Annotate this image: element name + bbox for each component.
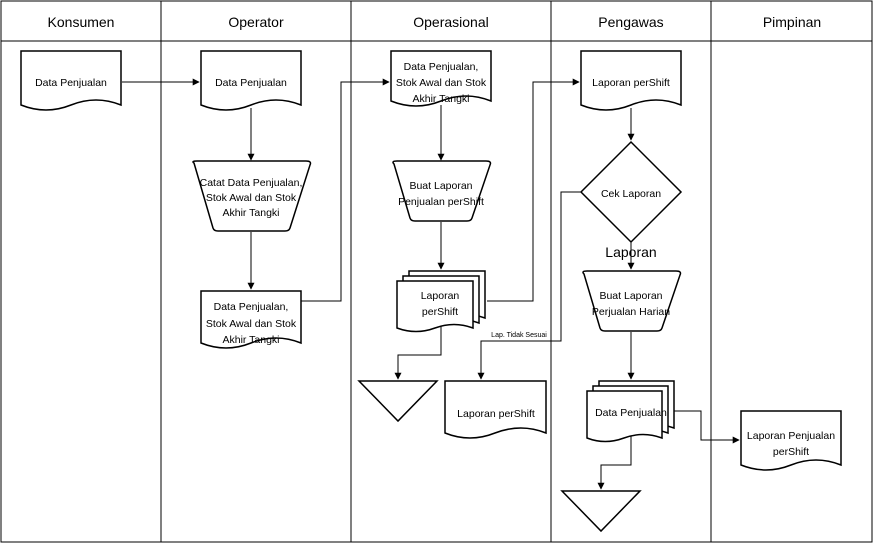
pengawas-decision-label: Cek Laporan bbox=[601, 188, 661, 200]
operasional-multidoc-line1: Laporan bbox=[421, 290, 460, 302]
operasional-returned-document[interactable]: Laporan perShift bbox=[444, 380, 547, 439]
pengawas-manual-operation[interactable]: Buat Laporan Perjualan Harian bbox=[582, 270, 682, 332]
operasional-manual-operation[interactable]: Buat Laporan Penjualan perShift bbox=[392, 160, 492, 222]
operator-manual-label-line1: Catat Data Penjualan, bbox=[200, 177, 303, 189]
arrow-multidoc-to-archive-2 bbox=[597, 436, 632, 490]
operator-document-2-line3: Akhir Tangki bbox=[222, 334, 279, 346]
operasional-document-line2: Stok Awal dan Stok bbox=[396, 77, 487, 89]
pengawas-archive[interactable] bbox=[560, 490, 642, 533]
pengawas-document-label: Laporan perShift bbox=[592, 77, 670, 89]
pimpinan-document-line1: Laporan Penjualan bbox=[747, 430, 835, 442]
arrow-pengawas-to-pimpinan bbox=[674, 410, 740, 444]
arrow-cek-reject bbox=[477, 191, 581, 380]
lane-header-pengawas: Pengawas bbox=[598, 14, 663, 30]
pimpinan-document[interactable]: Laporan Penjualan perShift bbox=[740, 410, 842, 471]
pimpinan-document-line2: perShift bbox=[773, 446, 809, 458]
operasional-document-line1: Data Penjualan, bbox=[404, 61, 479, 73]
pengawas-branch-label: Laporan bbox=[605, 244, 656, 260]
operasional-multi-document[interactable]: Laporan perShift bbox=[396, 270, 486, 333]
pengawas-document[interactable]: Laporan perShift bbox=[580, 50, 682, 111]
operasional-manual-line2: Penjualan perShift bbox=[398, 196, 484, 208]
operasional-archive[interactable] bbox=[357, 380, 439, 423]
operator-document-2-line2: Stok Awal dan Stok bbox=[206, 318, 297, 330]
arrow-operator-to-operasional bbox=[301, 78, 390, 302]
konsumen-document[interactable]: Data Penjualan bbox=[20, 50, 122, 111]
operasional-returned-document-label: Laporan perShift bbox=[457, 408, 535, 420]
pengawas-manual-line1: Buat Laporan bbox=[599, 290, 662, 302]
pengawas-multi-document[interactable]: Data Penjualan bbox=[586, 380, 675, 443]
konsumen-document-label: Data Penjualan bbox=[35, 77, 107, 89]
pengawas-decision[interactable]: Cek Laporan bbox=[579, 140, 683, 244]
lane-header-pimpinan: Pimpinan bbox=[763, 14, 821, 30]
operator-document-2-line1: Data Penjualan, bbox=[214, 301, 289, 313]
lane-header-konsumen: Konsumen bbox=[48, 14, 115, 30]
operasional-document[interactable]: Data Penjualan, Stok Awal dan Stok Akhir… bbox=[390, 50, 492, 107]
connectors bbox=[122, 78, 740, 490]
operasional-document-line3: Akhir Tangki bbox=[412, 93, 469, 105]
lane-header-operasional: Operasional bbox=[413, 14, 489, 30]
reject-branch-label: Lap. Tidak Sesuai bbox=[491, 332, 547, 339]
operasional-manual-line1: Buat Laporan bbox=[409, 180, 472, 192]
arrow-multidoc-to-archive bbox=[394, 326, 442, 380]
operasional-multidoc-line2: perShift bbox=[422, 306, 458, 318]
operator-document-label: Data Penjualan bbox=[215, 77, 287, 89]
pengawas-multidoc-label: Data Penjualan bbox=[595, 407, 667, 419]
operator-manual-operation[interactable]: Catat Data Penjualan, Stok Awal dan Stok… bbox=[192, 160, 312, 232]
operator-manual-label-line2: Stok Awal dan Stok bbox=[206, 192, 297, 204]
operator-document[interactable]: Data Penjualan bbox=[200, 50, 302, 111]
arrow-operasional-to-pengawas bbox=[487, 78, 580, 302]
lane-header-operator: Operator bbox=[228, 14, 284, 30]
pengawas-manual-line2: Perjualan Harian bbox=[592, 306, 670, 318]
operator-manual-label-line3: Akhir Tangki bbox=[222, 207, 279, 219]
operator-document-2[interactable]: Data Penjualan, Stok Awal dan Stok Akhir… bbox=[200, 290, 302, 349]
